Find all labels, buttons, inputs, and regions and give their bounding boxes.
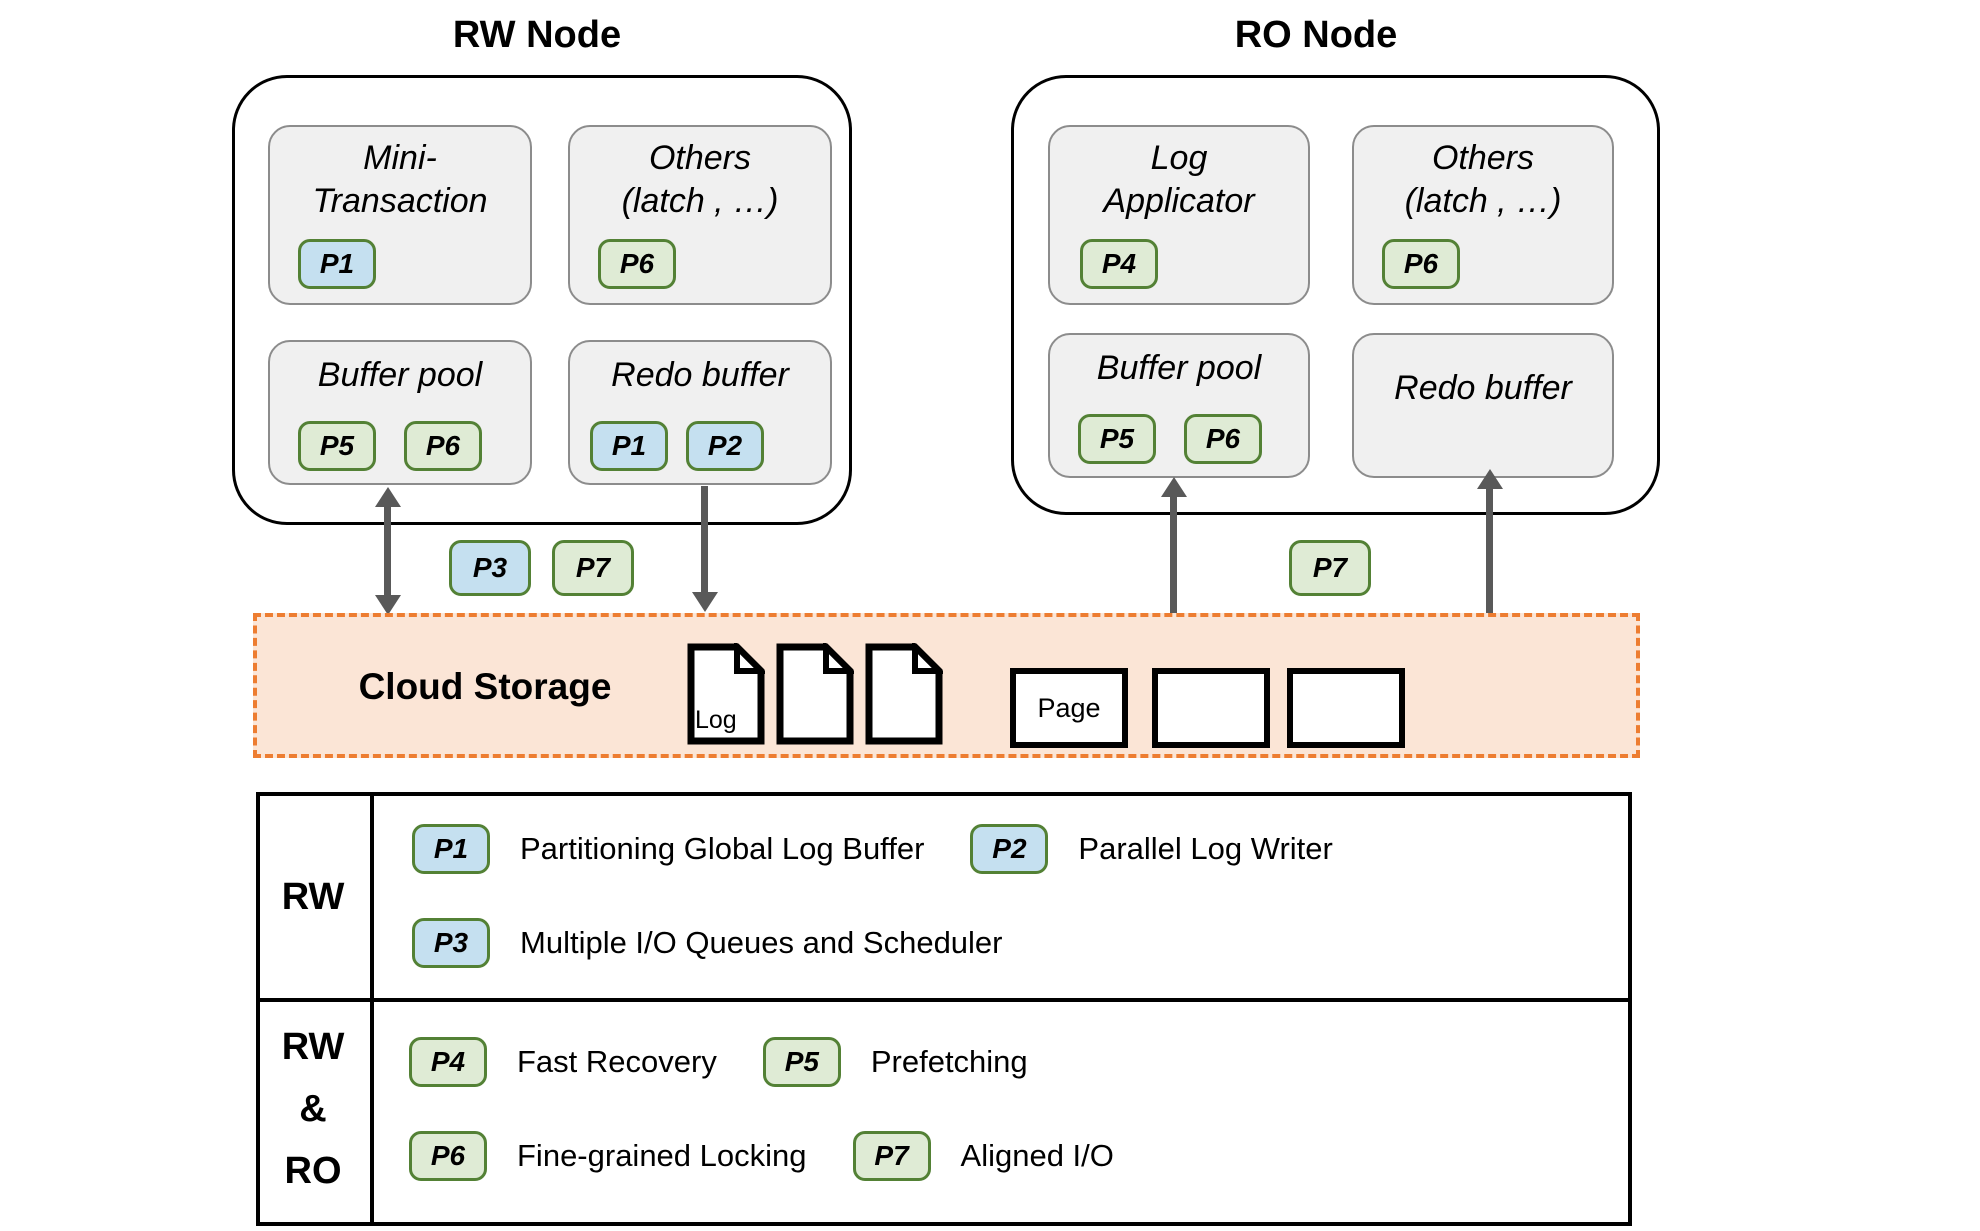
badge-p4: P4 <box>409 1037 487 1087</box>
page-block: Page <box>1010 668 1128 748</box>
scope-line: & <box>299 1088 327 1130</box>
ro-buffer-pool-box: Buffer pool P5 P6 <box>1048 333 1310 478</box>
rw-node-title: RW Node <box>452 14 622 56</box>
legend-scope-rw-ro: RW & RO <box>256 1016 370 1202</box>
badge-p6: P6 <box>1184 414 1262 464</box>
rw-mini-transaction-box: Mini- Transaction P1 <box>268 125 532 305</box>
badge-p2: P2 <box>686 421 764 471</box>
badge-p5: P5 <box>298 421 376 471</box>
legend-scope-rw: RW <box>281 876 345 918</box>
legend-item-label: Partitioning Global Log Buffer <box>520 831 925 866</box>
arrow-line <box>1170 495 1177 613</box>
badge-p7: P7 <box>552 540 634 596</box>
badge-p1: P1 <box>298 239 376 289</box>
arrow-down-head-icon <box>375 595 401 615</box>
label-line: Others <box>1431 139 1535 177</box>
badge-p7: P7 <box>852 1131 931 1181</box>
badge-p6: P6 <box>1382 239 1460 289</box>
rw-buffer-pool-box: Buffer pool P5 P6 <box>268 340 532 485</box>
ro-node-title: RO Node <box>1234 14 1398 56</box>
legend-item-label: Aligned I/O <box>960 1138 1114 1173</box>
arrow-line <box>1486 487 1493 613</box>
legend-item-label: Fast Recovery <box>517 1044 717 1079</box>
legend-row: P6 Fine-grained Locking P7 Aligned I/O <box>409 1128 1114 1184</box>
rw-redo-buffer-label: Redo buffer <box>611 356 789 394</box>
badge-p7: P7 <box>1289 540 1371 596</box>
cloud-storage-container <box>253 613 1640 758</box>
log-file-icon: Log <box>687 643 765 745</box>
page-block-label: Page <box>1037 692 1101 723</box>
log-file-icon <box>776 643 854 745</box>
badge-p1: P1 <box>412 824 490 874</box>
legend-item-label: Fine-grained Locking <box>517 1138 807 1173</box>
badge-p3: P3 <box>449 540 531 596</box>
arrow-down-head-icon <box>692 592 718 612</box>
badge-p3: P3 <box>412 918 490 968</box>
legend-item-label: Prefetching <box>870 1044 1028 1079</box>
label-line: Applicator <box>1103 182 1255 220</box>
legend-item-label: Parallel Log Writer <box>1078 831 1333 866</box>
legend-row: P4 Fast Recovery P5 Prefetching <box>409 1034 1028 1090</box>
document-icon <box>687 643 765 745</box>
cloud-storage-title: Cloud Storage <box>358 666 612 707</box>
arrow-up-head-icon <box>1161 477 1187 497</box>
badge-p2: P2 <box>970 824 1049 874</box>
badge-p6: P6 <box>598 239 676 289</box>
document-icon <box>865 643 943 745</box>
page-block <box>1152 668 1270 748</box>
badge-p5: P5 <box>1078 414 1156 464</box>
ro-log-applicator-label: Log Applicator <box>1050 137 1308 223</box>
label-line: Transaction <box>312 182 488 220</box>
ro-redo-buffer-label: Redo buffer <box>1394 369 1572 407</box>
table-column-divider <box>370 792 374 1226</box>
table-row-divider <box>256 998 1632 1002</box>
ro-buffer-pool-label: Buffer pool <box>1096 349 1262 387</box>
label-line: (latch , …) <box>621 182 779 220</box>
log-file-icon <box>865 643 943 745</box>
ro-others-box: Others (latch , …) P6 <box>1352 125 1614 305</box>
badge-p6: P6 <box>404 421 482 471</box>
scope-line: RW <box>281 1026 345 1068</box>
label-line: Others <box>648 139 752 177</box>
label-line: Log <box>1150 139 1208 177</box>
rw-others-label: Others (latch , …) <box>570 137 830 223</box>
arrow-up-head-icon <box>1477 469 1503 489</box>
badge-p5: P5 <box>762 1037 841 1087</box>
ro-others-label: Others (latch , …) <box>1354 137 1612 223</box>
legend-item-label: Multiple I/O Queues and Scheduler <box>520 925 1003 960</box>
rw-redo-buffer-box: Redo buffer P1 P2 <box>568 340 832 485</box>
page-block <box>1287 668 1405 748</box>
badge-p1: P1 <box>590 421 668 471</box>
arrow-line <box>701 486 708 596</box>
label-line: (latch , …) <box>1404 182 1562 220</box>
legend-row: P1 Partitioning Global Log Buffer P2 Par… <box>412 821 1333 877</box>
rw-buffer-pool-label: Buffer pool <box>317 356 483 394</box>
arrow-line <box>384 505 391 597</box>
label-line: Mini- <box>363 139 437 177</box>
ro-redo-buffer-box: Redo buffer <box>1352 333 1614 478</box>
scope-line: RO <box>284 1150 342 1192</box>
rw-others-box: Others (latch , …) P6 <box>568 125 832 305</box>
document-icon <box>776 643 854 745</box>
arrow-up-head-icon <box>375 487 401 507</box>
badge-p4: P4 <box>1080 239 1158 289</box>
log-file-label: Log <box>695 706 737 734</box>
badge-p6: P6 <box>409 1131 487 1181</box>
legend-row: P3 Multiple I/O Queues and Scheduler <box>412 915 1003 971</box>
rw-mini-transaction-label: Mini- Transaction <box>270 137 530 223</box>
ro-log-applicator-box: Log Applicator P4 <box>1048 125 1310 305</box>
